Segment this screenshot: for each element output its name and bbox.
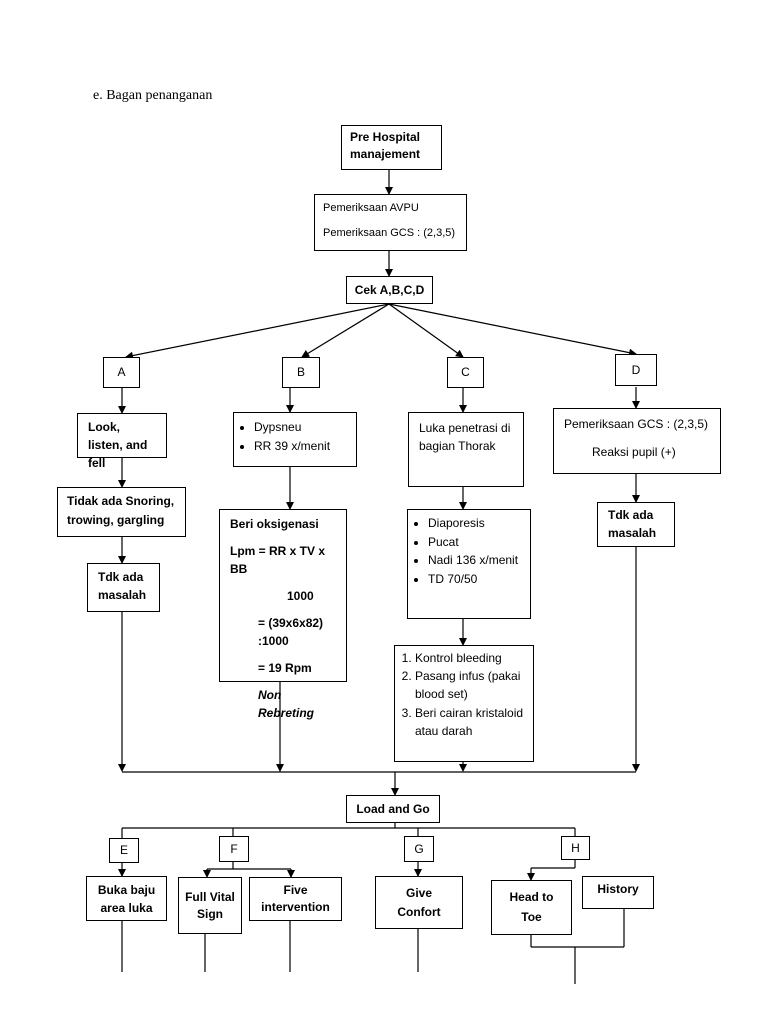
- cek-abcd-box: Cek A,B,C,D: [346, 276, 433, 304]
- oksigenasi-result: = 19 Rpm: [258, 661, 312, 675]
- gcs-line: Pemeriksaan GCS : (2,3,5): [323, 226, 456, 239]
- action-item: Kontrol bleeding: [415, 649, 527, 667]
- letter-f: F: [230, 841, 238, 856]
- c-signs-box: Diaporesis Pucat Nadi 136 x/menit TD 70/…: [407, 509, 531, 619]
- history-label: History: [597, 882, 639, 896]
- avpu-line: Pemeriksaan AVPU: [323, 202, 419, 214]
- sign-item: Nadi 136 x/menit: [428, 551, 524, 570]
- sign-item: TD 70/50: [428, 570, 524, 589]
- letter-g-box: G: [404, 836, 434, 862]
- arrow-cek-b: [301, 303, 390, 358]
- d-gcs-label: Pemeriksaan GCS : (2,3,5): [564, 417, 709, 431]
- symptom-item: Dypsneu: [254, 418, 350, 437]
- buka-baju-box: Buka baju area luka: [86, 876, 167, 921]
- load-and-go-box: Load and Go: [346, 795, 440, 823]
- avpu-box: Pemeriksaan AVPU Pemeriksaan GCS : (2,3,…: [314, 194, 467, 251]
- letter-c-box: C: [447, 357, 484, 388]
- give-confort-box: Give Confort: [375, 876, 463, 929]
- arrow-cek-d: [388, 303, 637, 357]
- letter-e: E: [119, 843, 128, 858]
- pupil-label: Reaksi pupil (+): [592, 445, 676, 459]
- pre-hospital-label: Pre Hospital manajement: [350, 130, 421, 162]
- five-intervention-label: Five intervention: [261, 882, 330, 914]
- letter-b-box: B: [282, 357, 320, 388]
- arrow-cek-c: [388, 303, 464, 358]
- letter-b: B: [296, 365, 305, 380]
- d-gcs-box: Pemeriksaan GCS : (2,3,5) Reaksi pupil (…: [553, 408, 721, 474]
- luka-box: Luka penetrasi di bagian Thorak: [408, 412, 524, 487]
- letter-h-box: H: [561, 836, 590, 860]
- pre-hospital-box: Pre Hospital manajement: [341, 125, 442, 170]
- head-to-toe-label: Head to Toe: [509, 890, 554, 924]
- symptom-item: RR 39 x/menit: [254, 437, 350, 456]
- give-confort-label: Give Confort: [397, 885, 441, 919]
- oksigenasi-title: Beri oksigenasi: [230, 517, 319, 531]
- oksigenasi-calc: = (39x6x82) :1000: [258, 616, 324, 648]
- letter-c: C: [461, 365, 470, 380]
- letter-a: A: [117, 365, 126, 380]
- b-symptoms-box: Dypsneu RR 39 x/menit: [233, 412, 357, 467]
- luka-label: Luka penetrasi di bagian Thorak: [419, 421, 511, 453]
- snoring-label: Tidak ada Snoring, trowing, gargling: [67, 494, 175, 527]
- letter-f-box: F: [219, 836, 249, 862]
- letter-h: H: [571, 840, 580, 855]
- tdk-ada-masalah-a-label: Tdk ada masalah: [98, 570, 147, 602]
- load-and-go-label: Load and Go: [356, 801, 430, 816]
- sign-item: Pucat: [428, 533, 524, 552]
- letter-a-box: A: [103, 357, 140, 388]
- letter-d-box: D: [615, 354, 657, 386]
- head-to-toe-box: Head to Toe: [491, 880, 572, 935]
- letter-d: D: [631, 362, 641, 377]
- full-vital-label: Full Vital Sign: [185, 890, 235, 921]
- sign-item: Diaporesis: [428, 514, 524, 533]
- tdk-ada-masalah-a-box: Tdk ada masalah: [87, 563, 160, 612]
- tdk-ada-masalah-d-box: Tdk ada masalah: [597, 502, 675, 547]
- snoring-box: Tidak ada Snoring, trowing, gargling: [57, 487, 186, 537]
- diagram-heading: e. Bagan penanganan: [93, 88, 213, 103]
- look-listen-box: Look, listen, and fell: [77, 413, 167, 470]
- full-vital-box: Full Vital Sign: [178, 877, 242, 934]
- history-box: History: [582, 876, 654, 909]
- oksigenasi-divisor: 1000: [287, 589, 314, 603]
- tdk-ada-masalah-d-label: Tdk ada masalah: [608, 508, 657, 540]
- five-intervention-box: Five intervention: [249, 877, 342, 921]
- letter-e-box: E: [109, 838, 139, 863]
- oksigenasi-box: Beri oksigenasi Lpm = RR x TV x BB 1000 …: [219, 509, 347, 720]
- arrow-cek-a: [125, 303, 390, 360]
- oksigenasi-note: Non Rebreting: [258, 688, 315, 720]
- look-listen-label: Look, listen, and fell: [88, 420, 148, 470]
- oksigenasi-formula: Lpm = RR x TV x BB: [230, 544, 326, 576]
- action-item: Pasang infus (pakai blood set): [415, 667, 527, 703]
- buka-baju-label: Buka baju area luka: [97, 882, 156, 915]
- c-actions-box: Kontrol bleeding Pasang infus (pakai blo…: [394, 645, 534, 762]
- action-item: Beri cairan kristaloid atau darah: [415, 704, 527, 740]
- letter-g: G: [414, 841, 424, 856]
- cek-abcd-label: Cek A,B,C,D: [354, 282, 425, 297]
